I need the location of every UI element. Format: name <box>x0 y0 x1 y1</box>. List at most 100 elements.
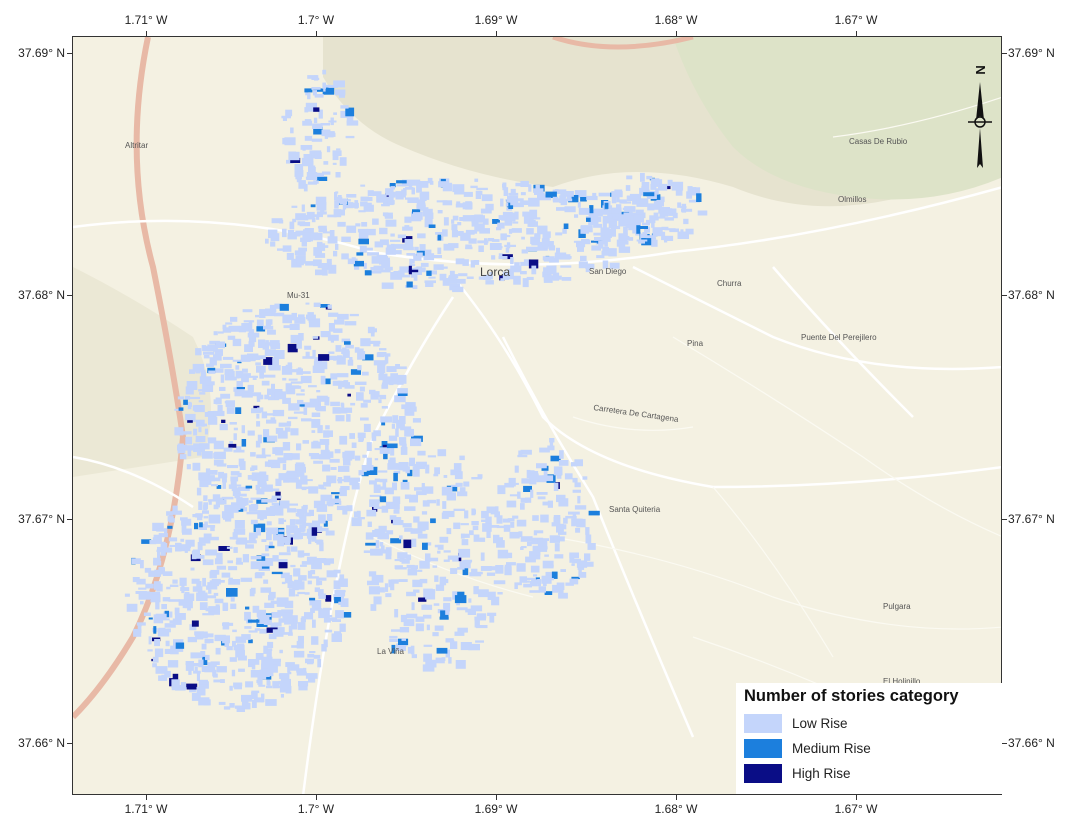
building-footprint <box>534 233 541 239</box>
building-footprint <box>344 385 355 389</box>
building-footprint <box>310 232 318 239</box>
building-footprint <box>320 243 326 251</box>
building-footprint <box>516 563 526 572</box>
building-footprint <box>497 592 503 595</box>
building-footprint <box>158 615 163 619</box>
building-footprint <box>400 482 410 490</box>
building-footprint <box>347 393 351 397</box>
building-footprint <box>361 222 368 227</box>
building-footprint <box>234 686 242 690</box>
building-footprint <box>336 148 341 151</box>
building-footprint <box>489 614 495 623</box>
building-footprint <box>466 276 474 279</box>
building-footprint <box>460 642 472 651</box>
north-letter: N <box>973 65 988 74</box>
building-footprint <box>472 509 476 515</box>
building-footprint <box>354 381 367 385</box>
map-frame[interactable]: Lorca San Diego Churra Pina Puente Del P… <box>72 36 1002 795</box>
building-footprint <box>207 662 217 668</box>
building-footprint <box>330 467 337 470</box>
legend-item-high-rise: High Rise <box>744 761 994 786</box>
building-footprint <box>392 250 402 255</box>
building-footprint <box>385 501 395 509</box>
building-footprint <box>550 455 561 462</box>
building-footprint <box>178 599 186 606</box>
building-footprint <box>185 436 193 445</box>
building-footprint <box>481 519 489 522</box>
building-footprint <box>283 453 293 461</box>
building-footprint <box>531 579 542 584</box>
building-footprint <box>506 234 511 238</box>
building-footprint <box>399 437 407 444</box>
building-footprint <box>288 369 300 373</box>
building-footprint <box>166 511 173 516</box>
building-footprint <box>360 417 369 421</box>
building-footprint <box>437 234 442 241</box>
building-footprint <box>339 623 346 632</box>
building-footprint <box>341 338 351 343</box>
building-footprint <box>566 194 572 201</box>
building-footprint <box>326 475 337 484</box>
building-footprint <box>321 644 327 652</box>
building-footprint <box>386 366 397 372</box>
building-footprint <box>360 338 371 347</box>
building-footprint <box>295 594 299 597</box>
building-footprint <box>333 80 345 88</box>
building-footprint <box>202 383 214 392</box>
building-footprint <box>298 510 304 518</box>
building-footprint <box>435 584 445 591</box>
building-footprint <box>230 597 235 602</box>
building-footprint <box>201 451 213 459</box>
building-footprint <box>198 697 210 706</box>
building-footprint <box>221 419 226 423</box>
building-footprint <box>471 568 478 577</box>
building-footprint <box>404 216 412 223</box>
building-footprint <box>322 171 331 175</box>
building-footprint <box>250 519 258 525</box>
building-footprint <box>319 454 331 460</box>
building-footprint <box>401 638 406 641</box>
latitude-tick-right: 37.67° N <box>1008 512 1055 526</box>
building-footprint <box>233 547 238 553</box>
building-footprint <box>227 465 239 469</box>
building-footprint <box>311 217 316 223</box>
building-footprint <box>537 225 548 235</box>
building-footprint <box>414 267 426 273</box>
building-footprint <box>345 344 354 349</box>
building-footprint <box>259 471 267 477</box>
building-footprint <box>553 515 561 519</box>
building-footprint <box>509 531 520 539</box>
building-footprint <box>322 84 332 88</box>
building-footprint <box>601 209 612 215</box>
building-footprint <box>619 235 630 241</box>
building-footprint <box>141 539 152 544</box>
building-footprint <box>515 182 521 187</box>
building-footprint <box>592 192 597 196</box>
building-footprint <box>403 539 412 549</box>
building-footprint <box>496 525 507 529</box>
building-footprint <box>396 419 405 429</box>
building-footprint <box>187 601 191 611</box>
building-footprint <box>339 488 347 497</box>
building-footprint <box>230 476 239 482</box>
building-footprint <box>243 507 248 512</box>
building-footprint <box>468 238 477 244</box>
building-footprint <box>342 356 346 360</box>
axis-tickmark <box>496 31 497 36</box>
building-footprint <box>152 522 164 531</box>
building-footprint <box>395 191 404 200</box>
building-footprint <box>293 568 301 577</box>
map-label-san-diego: San Diego <box>589 267 627 276</box>
building-footprint <box>502 271 510 280</box>
building-footprint <box>169 584 179 587</box>
building-footprint <box>229 536 237 540</box>
building-footprint <box>529 551 541 560</box>
building-footprint <box>235 636 246 643</box>
building-footprint <box>608 221 618 229</box>
building-footprint <box>442 200 453 206</box>
building-footprint <box>295 519 307 525</box>
building-footprint <box>274 303 283 307</box>
building-footprint <box>236 381 243 389</box>
building-footprint <box>288 232 301 237</box>
building-footprint <box>170 645 179 655</box>
